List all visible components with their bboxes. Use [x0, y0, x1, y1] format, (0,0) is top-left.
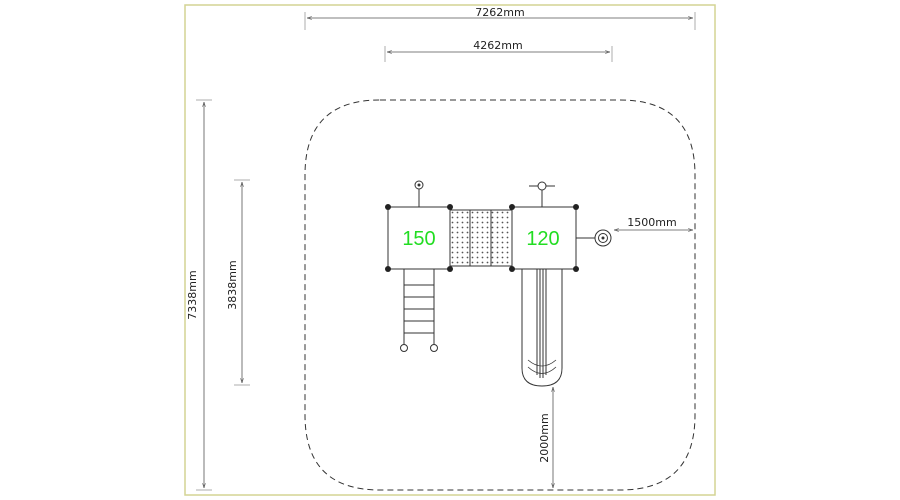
structure-length-dimension: 3838mm	[226, 179, 250, 386]
left-platform-height: 150	[402, 228, 435, 250]
safety-zone-outline	[304, 99, 696, 491]
steering-wheel-icon	[529, 181, 555, 207]
ladder	[400, 269, 438, 352]
side-spinner-icon	[576, 229, 612, 247]
right-platform: 120	[509, 204, 579, 272]
bridge-panel	[449, 209, 513, 267]
overall-width-dimension: 7262mm	[304, 6, 696, 30]
side-clearance-label: 1500mm	[627, 216, 676, 229]
overall-width-label: 7262mm	[475, 6, 524, 19]
drawing-frame	[184, 4, 716, 496]
slide	[521, 268, 563, 387]
overall-length-label: 7338mm	[186, 270, 199, 319]
slide-clearance-dimension: 2000mm	[538, 387, 553, 488]
slide-clearance-label: 2000mm	[538, 413, 551, 462]
left-platform: 150	[385, 204, 453, 272]
side-clearance-dimension: 1500mm	[614, 216, 693, 230]
left-post-icon	[414, 180, 424, 207]
structure-length-label: 3838mm	[226, 260, 239, 309]
overall-length-dimension: 7338mm	[186, 99, 212, 491]
right-platform-height: 120	[526, 228, 559, 250]
structure-width-dimension: 4262mm	[384, 39, 613, 62]
structure-width-label: 4262mm	[473, 39, 522, 52]
